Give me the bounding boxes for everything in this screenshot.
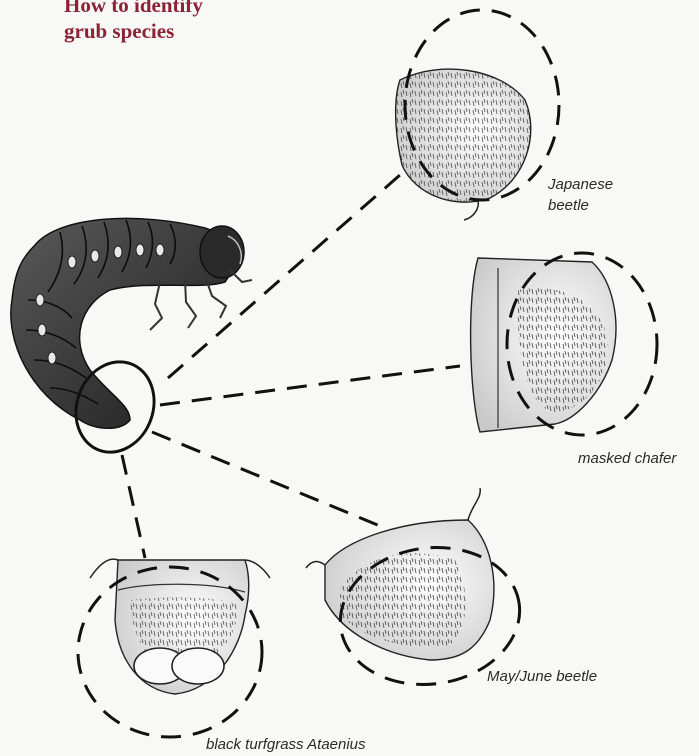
label-japanese-line-2: beetle bbox=[548, 195, 613, 216]
label-japanese-line-1: Japanese bbox=[548, 174, 613, 195]
connector-ataenius bbox=[122, 455, 145, 558]
label-japanese-beetle: Japanese beetle bbox=[548, 174, 613, 216]
label-black-turfgrass-ataenius: black turfgrass Ataenius bbox=[206, 734, 366, 755]
connector-masked-chafer bbox=[160, 366, 460, 405]
raster-may-june-beetle bbox=[306, 488, 529, 696]
raster-japanese-beetle bbox=[396, 10, 559, 220]
raster-masked-chafer bbox=[471, 253, 657, 435]
connector-may-june bbox=[152, 432, 385, 528]
raster-black-turfgrass-ataenius bbox=[78, 559, 270, 737]
label-may-june-beetle: May/June beetle bbox=[487, 666, 597, 687]
label-masked-chafer: masked chafer bbox=[578, 448, 676, 469]
grub-larva bbox=[11, 218, 252, 428]
